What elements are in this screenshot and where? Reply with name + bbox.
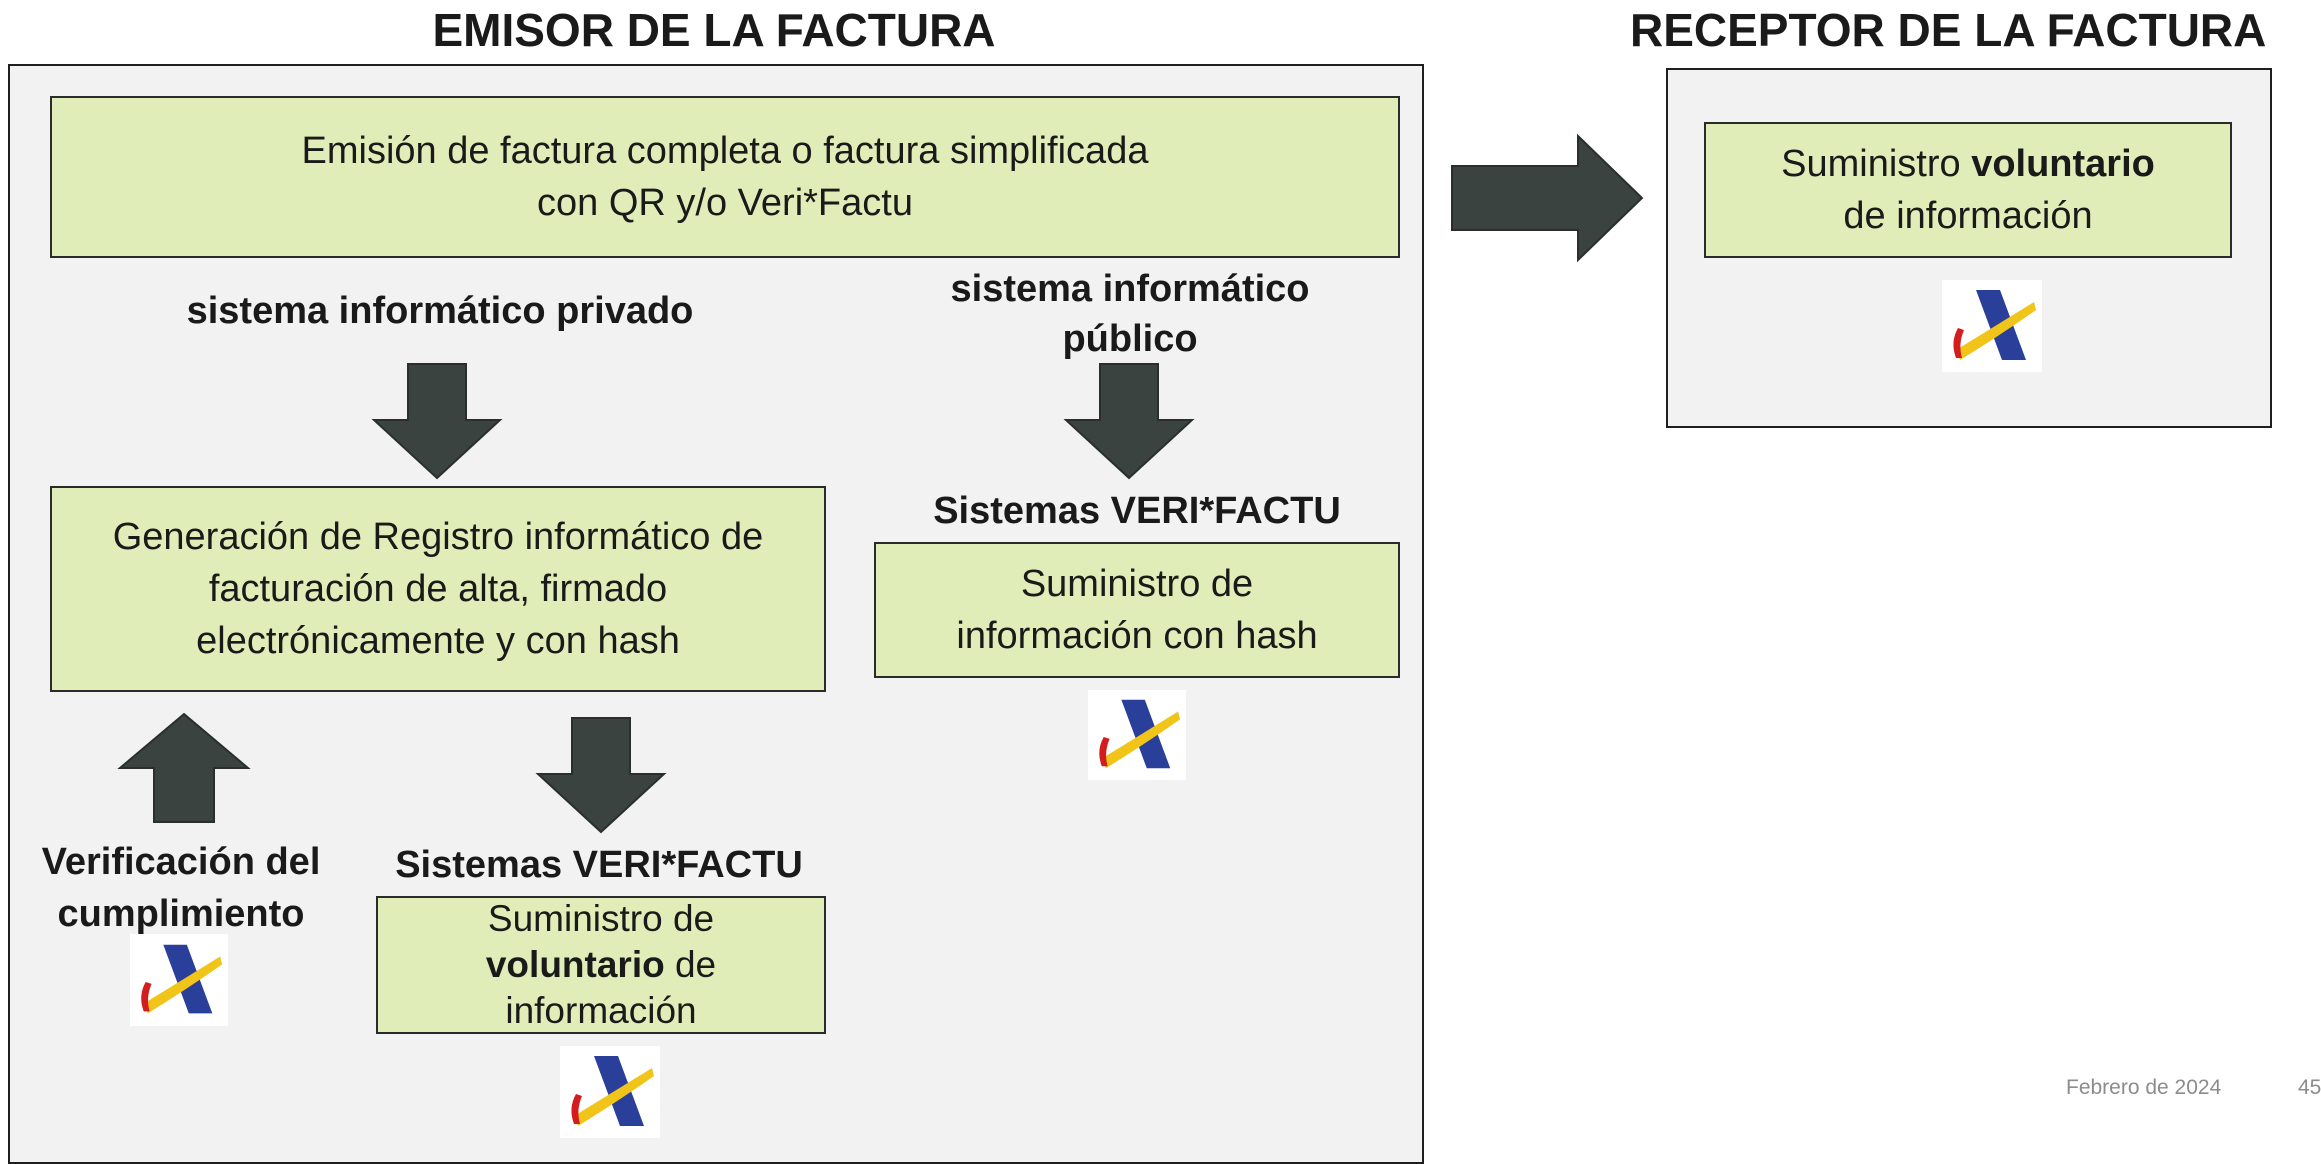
footer-page-number: 45 <box>2298 1076 2321 1099</box>
receptor-line-1: Suministro voluntario <box>1781 138 2155 190</box>
footer-date: Febrero de 2024 <box>2066 1076 2222 1099</box>
public-verifactu-title: Sistemas VERI*FACTU <box>933 490 1341 532</box>
public-system-label-line-1: sistema informático <box>950 268 1310 310</box>
emission-line-2: con QR y/o Veri*Factu <box>537 182 913 224</box>
public-system-label: sistema informático público <box>880 264 1380 364</box>
verification-line-1: Verificación del <box>41 841 321 883</box>
arrow-up-icon <box>117 712 251 823</box>
aeat-logo-icon <box>560 1046 660 1138</box>
private-verifactu-box: Suministro de voluntario de información <box>376 896 826 1034</box>
public-verifactu-line-2: información con hash <box>956 615 1318 657</box>
receptor-line-1-prefix: Suministro <box>1781 143 1972 185</box>
emission-box: Emisión de factura completa o factura si… <box>50 96 1400 258</box>
emission-line-1: Emisión de factura completa o factura si… <box>301 130 1149 172</box>
private-verifactu-line-2: voluntario de <box>486 942 716 988</box>
arrow-down-icon <box>1063 363 1195 480</box>
emisor-heading: EMISOR DE LA FACTURA <box>432 4 996 56</box>
private-verifactu-line-2-rest: de <box>664 944 717 985</box>
arrow-right-icon <box>1451 133 1644 263</box>
aeat-logo-icon <box>1088 690 1186 780</box>
private-verifactu-title: Sistemas VERI*FACTU <box>395 844 803 886</box>
verification-line-2: cumplimiento <box>57 893 305 935</box>
private-verifactu-bold: voluntario <box>485 944 665 985</box>
public-system-label-line-2: público <box>1062 318 1198 360</box>
private-verifactu-line-3: información <box>505 990 697 1031</box>
arrow-down-icon <box>535 717 667 834</box>
public-verifactu-box: Suministro de información con hash <box>874 542 1400 678</box>
aeat-logo-icon <box>130 934 228 1026</box>
receptor-heading: RECEPTOR DE LA FACTURA <box>1630 4 2267 56</box>
receptor-box: Suministro voluntario de información <box>1704 122 2232 258</box>
registro-line-1: Generación de Registro informático de <box>112 516 764 558</box>
verification-label: Verificación del cumplimiento <box>14 836 348 940</box>
registro-line-2: facturación de alta, firmado <box>208 568 668 610</box>
aeat-logo-icon <box>1942 280 2042 372</box>
registro-line-3: electrónicamente y con hash <box>196 620 680 662</box>
private-verifactu-line-1: Suministro de <box>487 898 715 939</box>
public-verifactu-line-1: Suministro de <box>1020 563 1254 605</box>
receptor-line-2: de información <box>1843 195 2093 237</box>
arrow-down-icon <box>371 363 503 480</box>
private-system-label: sistema informático privado <box>186 290 694 332</box>
registro-box: Generación de Registro informático de fa… <box>50 486 826 692</box>
receptor-bold: voluntario <box>1971 143 2155 185</box>
